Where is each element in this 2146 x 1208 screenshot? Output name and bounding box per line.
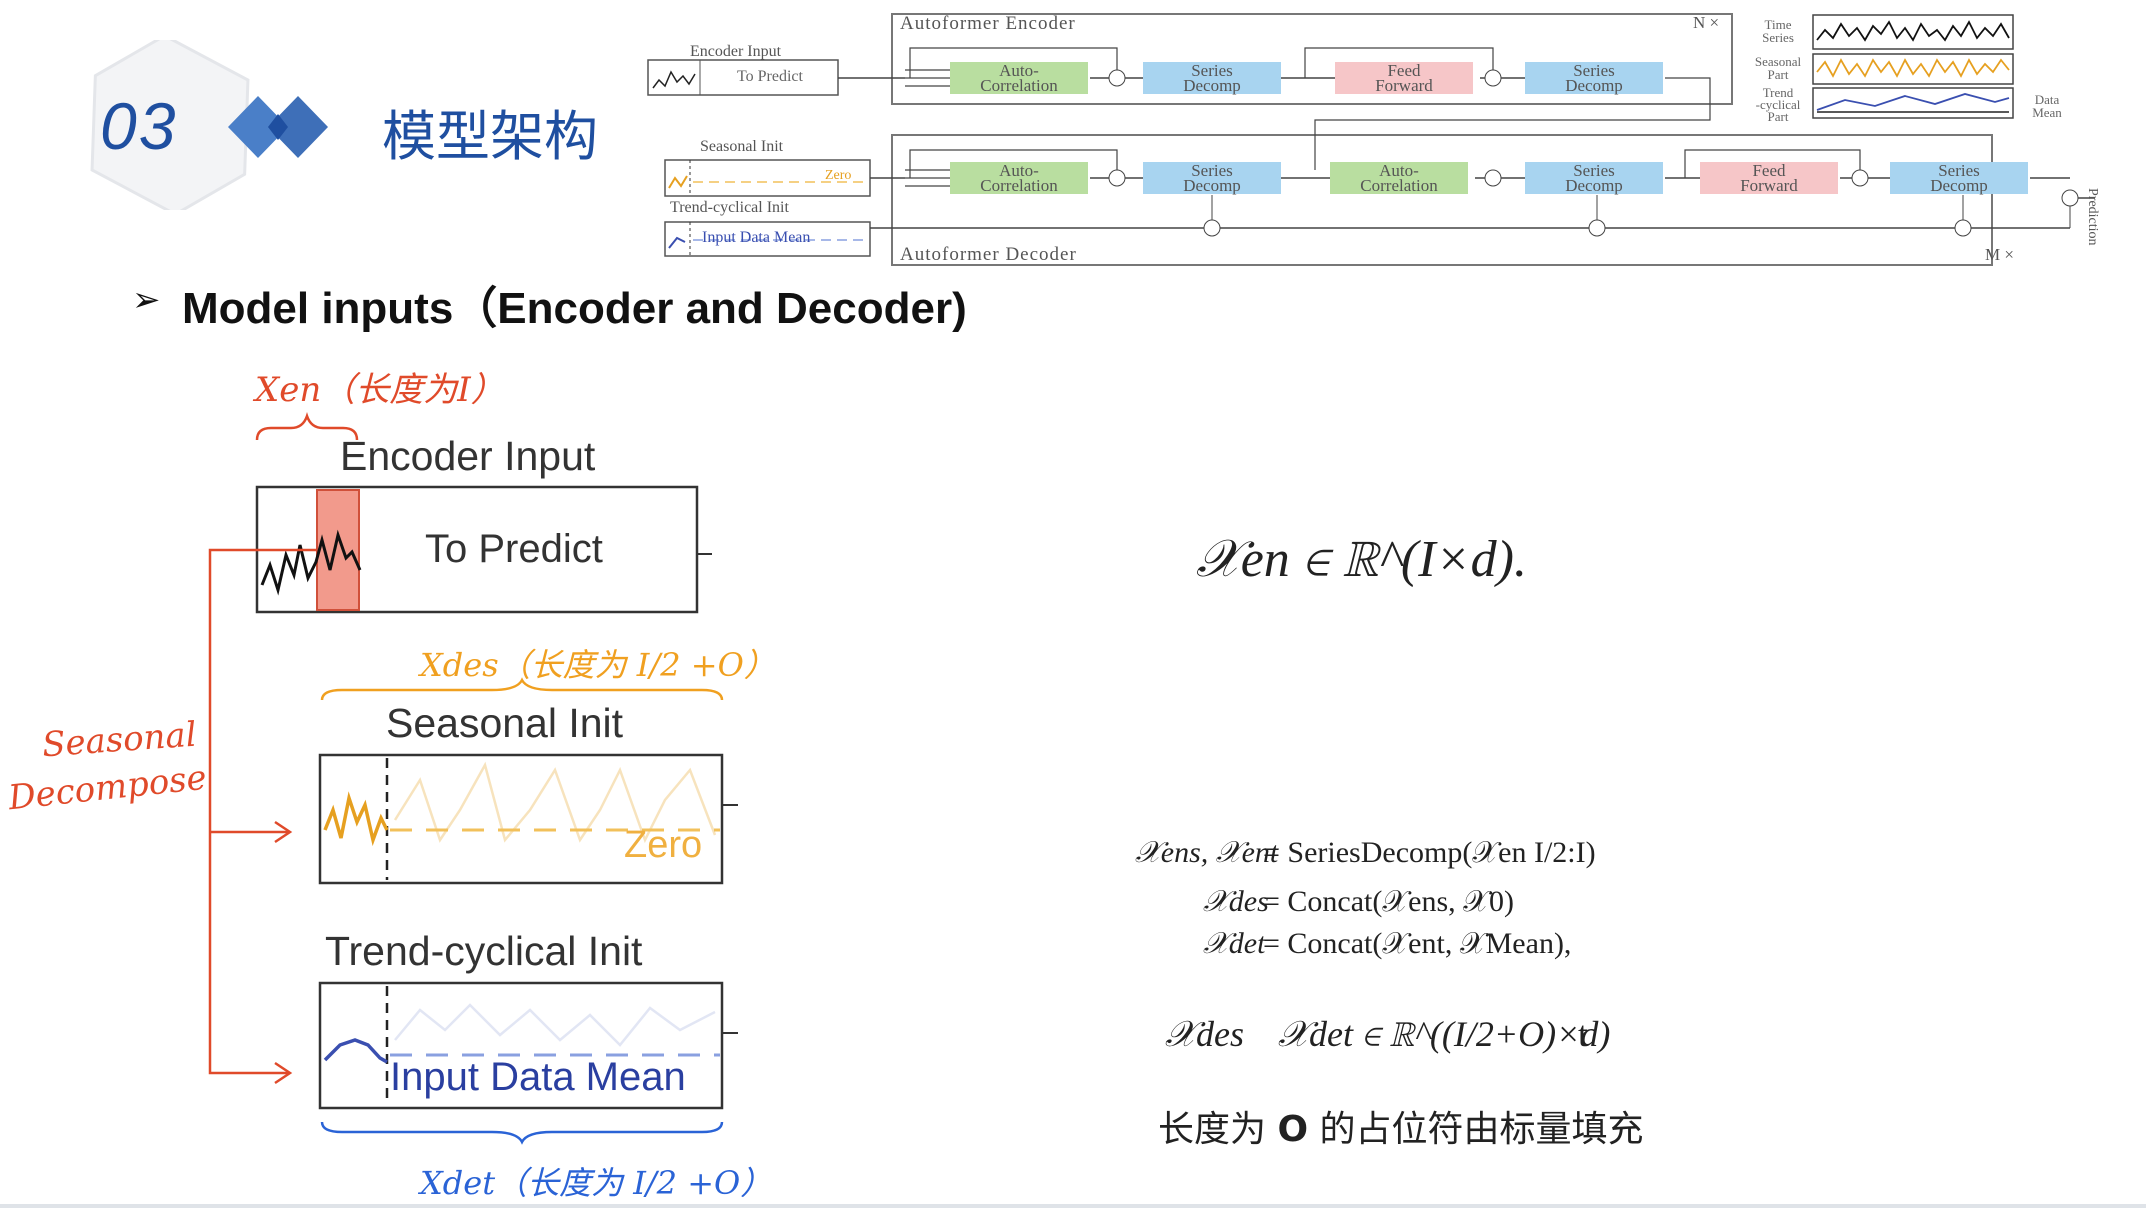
formula-dims-det: 𝒳det ∈ ℝ^((I/2+O)×d) xyxy=(1278,1014,1611,1054)
dec-series-decomp-block-1: Series Decomp xyxy=(1143,162,1281,194)
formula-eq3-lhs: 𝒳det xyxy=(1203,927,1266,960)
diamonds-icon xyxy=(228,92,338,162)
legend-seasonal-part: Seasonal Part xyxy=(1754,54,1802,82)
fig-seasonal-init-label: Seasonal Init xyxy=(386,700,624,746)
dec-auto-correlation-block-2: Auto- Correlation xyxy=(1330,162,1468,194)
enc-series-decomp-block-1: Series Decomp xyxy=(1143,62,1281,94)
formula-caption: 长度为 O 的占位符由标量填充 xyxy=(1158,1100,1644,1152)
arch-zero: Zero xyxy=(825,168,852,183)
architecture-diagram: Autoformer Encoder N × Autoformer Decode… xyxy=(645,10,2145,272)
formula-eq1-rhs: = SeriesDecomp(𝒳en I/2:I) xyxy=(1263,836,1596,869)
architecture-lines xyxy=(647,13,2095,266)
arch-to-predict: To Predict xyxy=(737,68,803,85)
fig-to-predict-label: To Predict xyxy=(425,527,603,571)
arch-input-data-mean: Input Data Mean xyxy=(702,229,811,246)
fig-zero-label: Zero xyxy=(624,824,703,866)
dec-feed-forward-block: Feed Forward xyxy=(1700,162,1838,194)
caption-bold: O xyxy=(1277,1109,1309,1150)
caption-post: 的占位符由标量填充 xyxy=(1308,1109,1644,1150)
annotation-xen: Xen（长度为I） xyxy=(255,370,505,410)
formula-xen-dimension: 𝒳en ∈ ℝ^(I×d). xyxy=(1196,531,1527,588)
encoder-repeat: N × xyxy=(1693,13,1720,32)
caption-pre: 长度为 xyxy=(1158,1109,1278,1150)
fig-trend-init-label: Trend-cyclical Init xyxy=(325,928,643,974)
formula-dims-des: 𝒳des xyxy=(1165,1014,1244,1054)
dec-auto-correlation-block-1: Auto- Correlation xyxy=(950,162,1088,194)
decoder-title: Autoformer Decoder xyxy=(900,244,1077,265)
arch-encoder-input-label: Encoder Input xyxy=(690,43,782,60)
enc-feed-forward-block: Feed Forward xyxy=(1335,62,1473,94)
legend-time-series: Time Series xyxy=(1762,17,1794,45)
formula-eq1-lhs: 𝒳ens, 𝒳ent xyxy=(1135,836,1279,869)
section-number: 03 xyxy=(100,89,178,163)
arch-seasonal-init-label: Seasonal Init xyxy=(700,138,784,155)
annotation-xdet: Xdet（长度为 I/2 +O） xyxy=(420,1164,773,1202)
legend-trend-part: Trend -cyclical Part xyxy=(1755,85,1801,124)
enc-series-decomp-block-2: Series Decomp xyxy=(1525,62,1663,94)
formula-eq2-rhs: = Concat(𝒳ens, 𝒳0) xyxy=(1263,885,1514,918)
legend-data-mean: Data Mean xyxy=(2032,92,2062,120)
formula-dims-tail: t xyxy=(1578,1014,1589,1054)
dec-series-decomp-block-3: Series Decomp xyxy=(1890,162,2028,194)
annotation-xdes: Xdes（长度为 I/2 +O） xyxy=(420,646,776,684)
section-heading: Model inputs（Encoder and Decoder) xyxy=(182,284,967,333)
prediction-label: Prediction xyxy=(2085,188,2100,246)
section-title: 模型架构 xyxy=(382,105,598,168)
fig-input-data-mean-label: Input Data Mean xyxy=(390,1055,686,1099)
decoder-repeat: M × xyxy=(1985,245,2014,264)
bullet-arrow-icon: ➢ xyxy=(132,281,161,319)
arch-trend-init-label: Trend-cyclical Init xyxy=(670,199,789,216)
input-figure xyxy=(208,412,738,1145)
encoder-title: Autoformer Encoder xyxy=(900,13,1076,34)
fig-encoder-input-label: Encoder Input xyxy=(340,433,596,479)
dec-series-decomp-block-2: Series Decomp xyxy=(1525,162,1663,194)
enc-auto-correlation-block: Auto- Correlation xyxy=(950,62,1088,94)
formula-eq3-rhs: = Concat(𝒳ent, 𝒳Mean), xyxy=(1263,927,1572,960)
formula-eq2-lhs: 𝒳des xyxy=(1203,885,1269,918)
bottom-rule xyxy=(0,1204,2146,1208)
